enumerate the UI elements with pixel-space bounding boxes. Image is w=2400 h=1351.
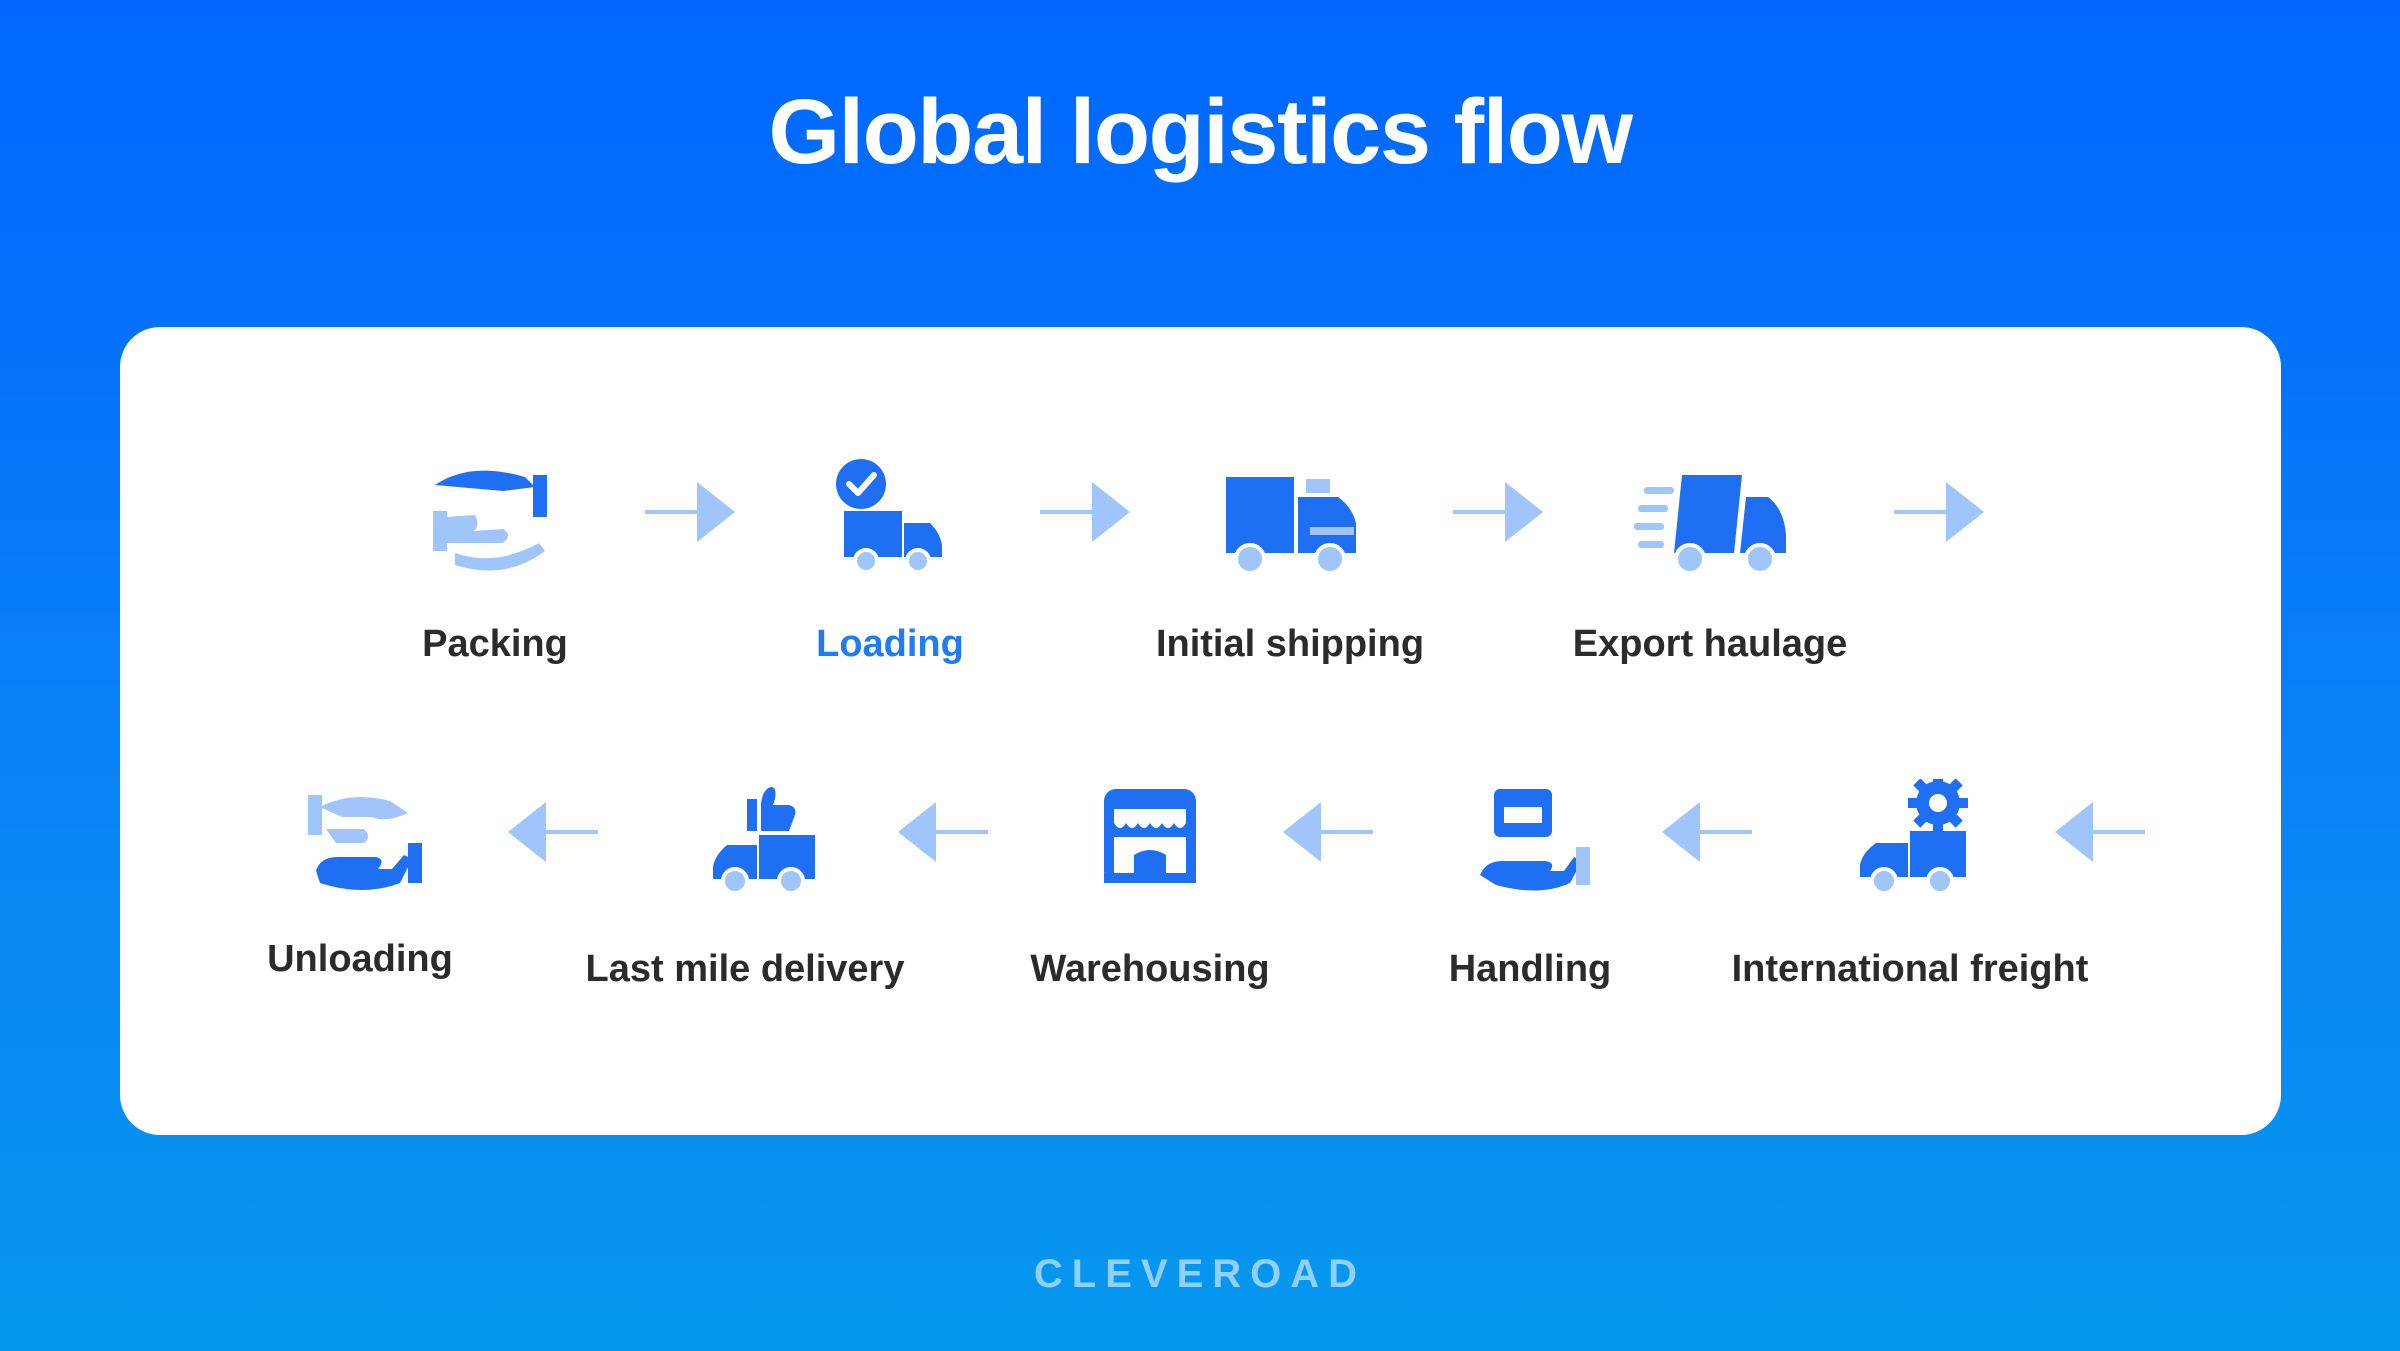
storefront-icon	[1070, 779, 1230, 899]
arrow-left-icon	[2047, 797, 2147, 867]
arrow-left-icon	[1654, 797, 1754, 867]
truck-thumbs-up-icon	[685, 779, 845, 899]
arrow-left-icon	[890, 797, 990, 867]
truck-check-icon	[810, 457, 970, 577]
step-label: Packing	[422, 623, 568, 665]
step-label: International freight	[1731, 948, 2089, 990]
flow-card: Packing Loading	[120, 327, 2281, 1135]
arrow-left-icon	[500, 797, 600, 867]
fast-truck-icon	[1630, 457, 1790, 577]
hand-release-icon	[280, 779, 440, 899]
page-title: Global logistics flow	[768, 81, 1633, 183]
arrow-right-icon	[1038, 477, 1138, 547]
brand-logo: CLEVEROAD	[1033, 1252, 1367, 1296]
hand-hold-icon	[415, 457, 575, 577]
step-label: Initial shipping	[1155, 623, 1425, 665]
arrow-right-icon	[643, 477, 743, 547]
arrow-left-icon	[1275, 797, 1375, 867]
box-truck-icon	[1210, 457, 1370, 577]
step-label: Handling	[1448, 948, 1612, 990]
step-label: Unloading	[267, 938, 453, 980]
step-label: Last mile delivery	[585, 948, 905, 990]
arrow-right-icon	[1892, 477, 1992, 547]
truck-gear-icon	[1830, 779, 1990, 899]
arrow-right-icon	[1451, 477, 1551, 547]
step-label: Export haulage	[1572, 623, 1848, 665]
step-label: Loading	[816, 623, 964, 665]
hand-card-icon	[1450, 779, 1610, 899]
step-label: Warehousing	[1030, 948, 1270, 990]
